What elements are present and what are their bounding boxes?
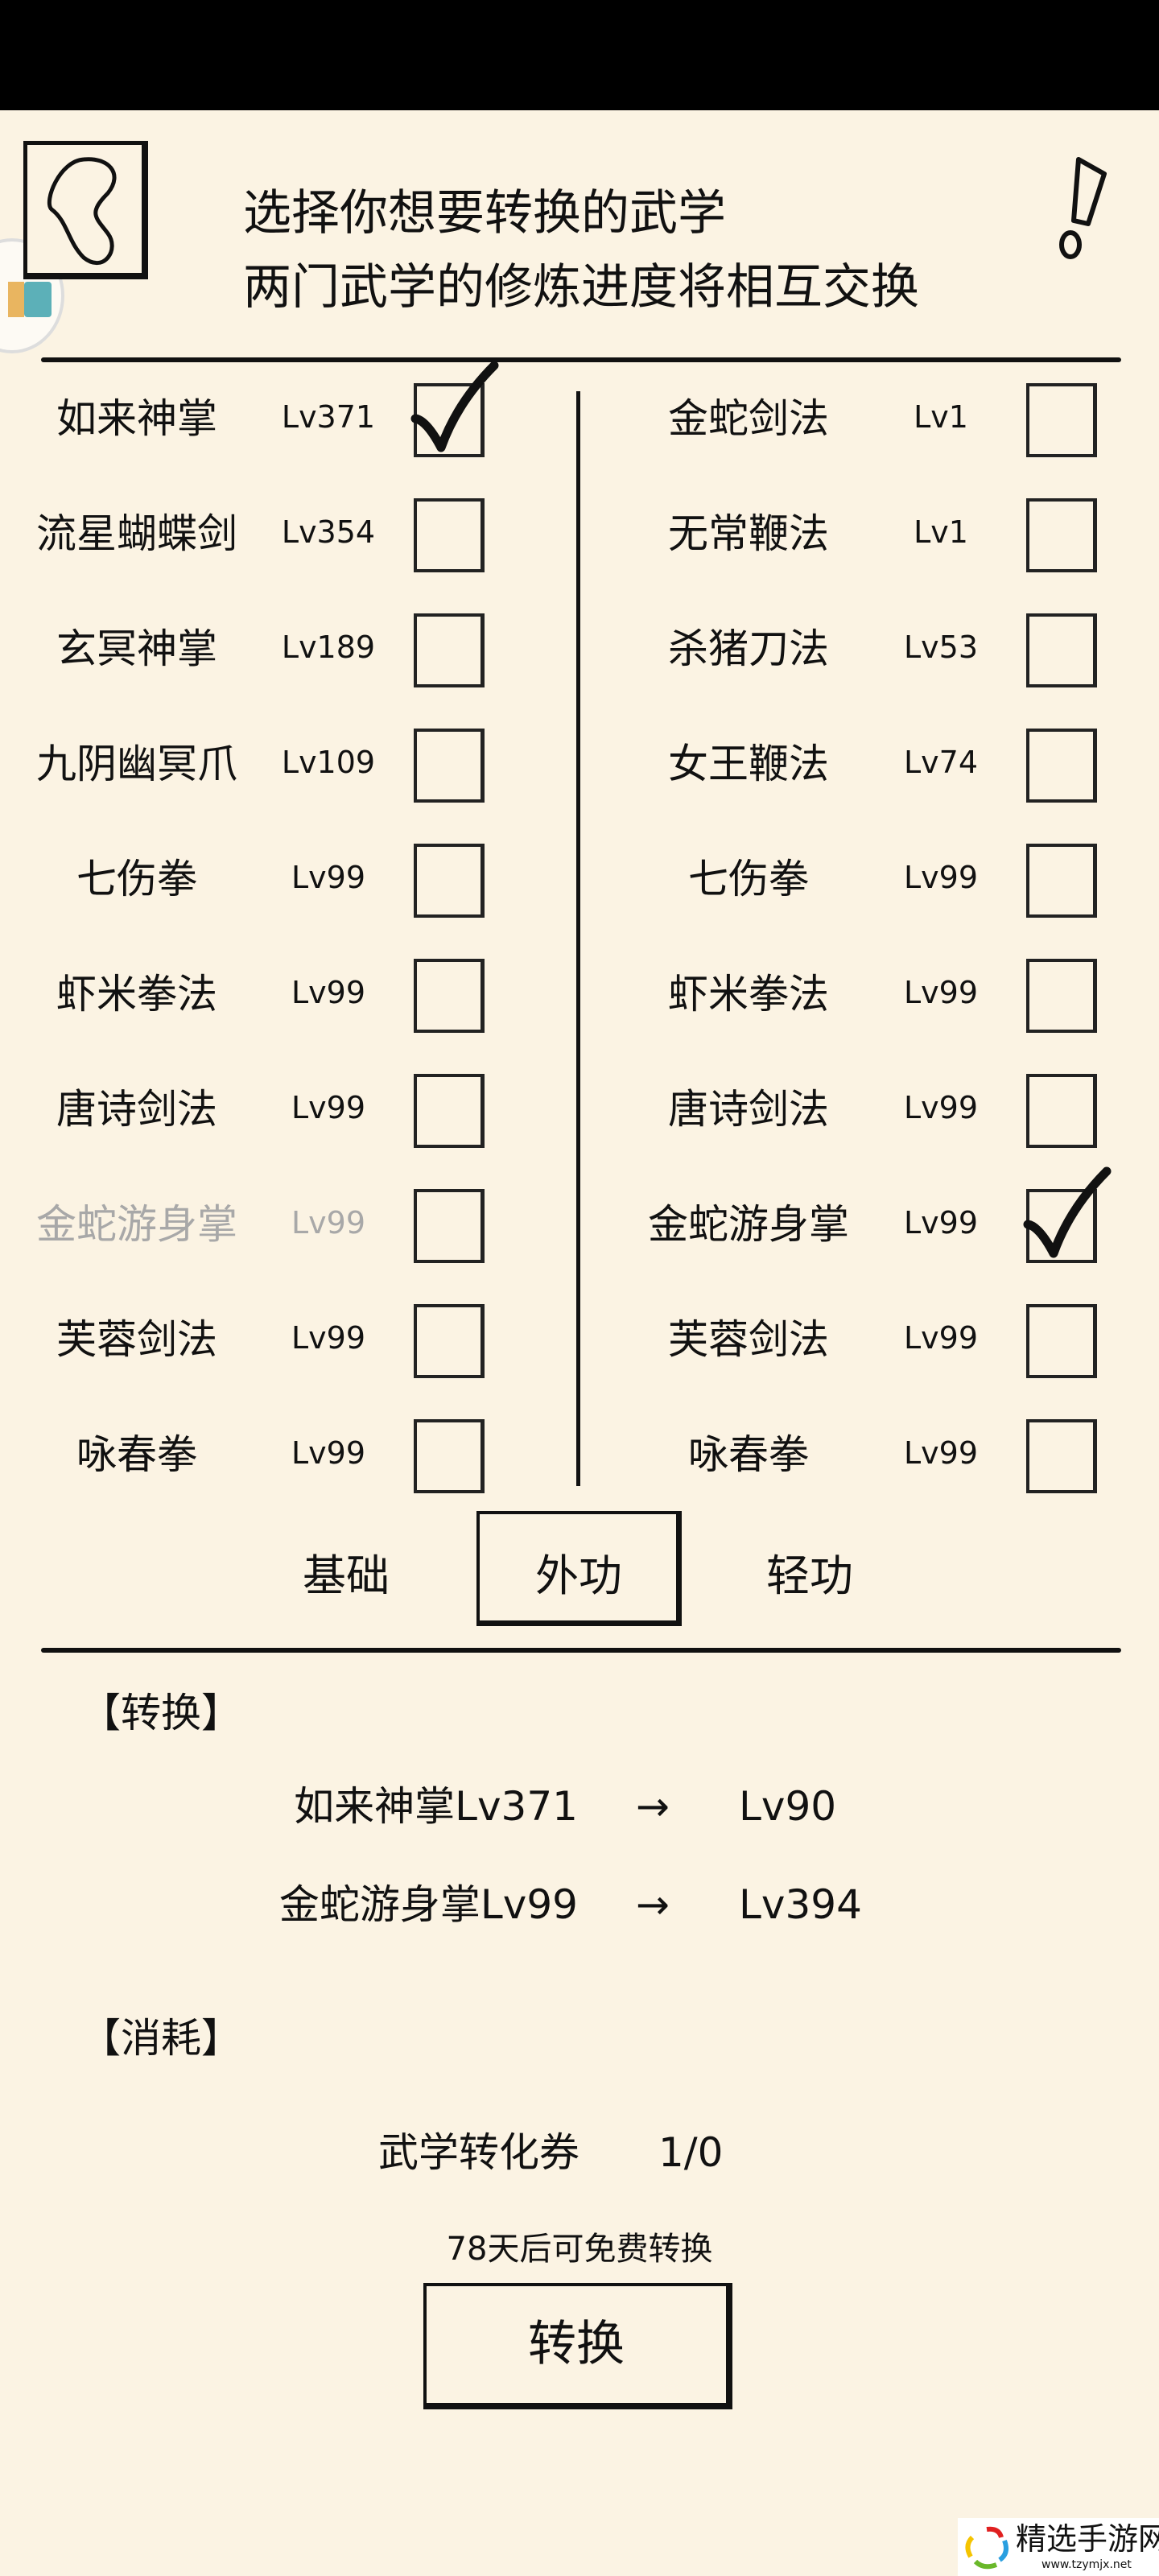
status-bar: [0, 0, 1159, 110]
left-skill-checkbox[interactable]: [414, 959, 485, 1033]
instruction-line-2: 两门武学的修炼进度将相互交换: [243, 259, 919, 316]
right-skill-level: Lv74: [903, 745, 979, 780]
left-skill-name[interactable]: 虾米拳法: [56, 971, 217, 1018]
left-skill-name[interactable]: 如来神掌: [56, 395, 217, 442]
right-skill-level: Lv53: [903, 630, 979, 665]
right-skill-name[interactable]: 杀猪刀法: [668, 625, 829, 672]
convert-to-1: Lv90: [739, 1783, 837, 1830]
left-skill-name[interactable]: 金蛇游身掌: [36, 1201, 237, 1248]
left-skill-checkbox[interactable]: [414, 1304, 485, 1378]
left-skill-level: Lv99: [291, 1435, 366, 1471]
left-skill-name[interactable]: 七伤拳: [76, 856, 197, 902]
right-skill-checkbox[interactable]: [1026, 1304, 1097, 1378]
left-skill-name[interactable]: 流星蝴蝶剑: [36, 510, 237, 557]
convert-from-1: 如来神掌Lv371: [294, 1783, 578, 1830]
right-skill-checkbox[interactable]: [1026, 498, 1097, 572]
right-skill-checkbox[interactable]: [1026, 383, 1097, 457]
right-skill-level: Lv99: [903, 975, 979, 1010]
left-skill-level: Lv99: [291, 1090, 366, 1125]
left-skill-name[interactable]: 芙蓉剑法: [56, 1316, 217, 1363]
right-skill-name[interactable]: 金蛇游身掌: [648, 1201, 849, 1248]
left-skill-checkbox[interactable]: [414, 613, 485, 687]
right-skill-name[interactable]: 咏春拳: [688, 1431, 809, 1478]
left-skill-name[interactable]: 唐诗剑法: [56, 1086, 217, 1133]
left-skill-checkbox[interactable]: [410, 361, 499, 457]
right-skill-name[interactable]: 唐诗剑法: [668, 1086, 829, 1133]
right-skill-checkbox[interactable]: [1026, 959, 1097, 1033]
right-skill-name[interactable]: 芙蓉剑法: [668, 1316, 829, 1363]
arrow: →: [636, 1783, 670, 1830]
right-skill-checkbox[interactable]: [1026, 844, 1097, 918]
right-skill-level: Lv99: [903, 860, 979, 895]
right-skill-name[interactable]: 女王鞭法: [668, 741, 829, 787]
left-skill-checkbox[interactable]: [414, 1189, 485, 1263]
right-skill-level: Lv99: [903, 1205, 979, 1241]
right-skill-name[interactable]: 无常鞭法: [668, 510, 829, 557]
right-skill-name[interactable]: 七伤拳: [688, 856, 809, 902]
cost-item: 武学转化券: [378, 2129, 580, 2176]
convert-heading: 【转换】: [80, 1690, 241, 1736]
right-skill-name[interactable]: 金蛇剑法: [668, 395, 829, 442]
left-skill-level: Lv189: [281, 630, 376, 665]
left-skill-level: Lv99: [291, 1320, 366, 1356]
back-button[interactable]: [23, 141, 148, 279]
exclamation-icon[interactable]: [1046, 153, 1114, 261]
left-skill-checkbox[interactable]: [414, 729, 485, 803]
left-skill-checkbox[interactable]: [414, 1419, 485, 1493]
left-skill-checkbox[interactable]: [414, 1074, 485, 1148]
right-skill-checkbox[interactable]: [1023, 1166, 1112, 1263]
right-skill-checkbox[interactable]: [1026, 1074, 1097, 1148]
right-skill-checkbox[interactable]: [1026, 729, 1097, 803]
left-skill-checkbox[interactable]: [414, 498, 485, 572]
tab-basic[interactable]: 基础: [303, 1550, 390, 1601]
left-skill-checkbox[interactable]: [414, 844, 485, 918]
right-skill-name[interactable]: 虾米拳法: [668, 971, 829, 1018]
convert-to-2: Lv394: [739, 1881, 862, 1928]
left-skill-level: Lv99: [291, 1205, 366, 1241]
back-arrow-icon: [47, 157, 117, 265]
left-skill-name[interactable]: 咏春拳: [76, 1431, 197, 1478]
left-skill-level: Lv354: [281, 514, 376, 550]
convert-button[interactable]: 转换: [423, 2283, 732, 2409]
cost-amount: 1/0: [658, 2129, 724, 2176]
instruction-line-1: 选择你想要转换的武学: [243, 185, 726, 242]
tab-external[interactable]: 外功: [535, 1550, 622, 1601]
watermark-name: 精选手游网: [1016, 2521, 1159, 2557]
left-skill-name[interactable]: 九阴幽冥爪: [36, 741, 237, 787]
convert-from-2: 金蛇游身掌Lv99: [278, 1881, 578, 1928]
right-skill-level: Lv1: [914, 399, 968, 435]
left-skill-level: Lv99: [291, 975, 366, 1010]
column-divider: [576, 391, 580, 1486]
right-skill-level: Lv99: [903, 1090, 979, 1125]
right-skill-checkbox[interactable]: [1026, 613, 1097, 687]
right-skill-level: Lv99: [903, 1320, 979, 1356]
tab-lightness[interactable]: 轻功: [766, 1550, 853, 1601]
checkmark-icon: [1023, 1166, 1112, 1258]
divider: [41, 1648, 1121, 1653]
right-skill-checkbox[interactable]: [1026, 1419, 1097, 1493]
watermark-url: www.tzymjx.net: [1041, 2558, 1132, 2571]
divider: [41, 357, 1121, 362]
watermark-logo-icon: [965, 2526, 1008, 2570]
left-skill-level: Lv371: [281, 399, 376, 435]
free-convert-note: 78天后可免费转换: [446, 2231, 713, 2268]
left-skill-level: Lv99: [291, 860, 366, 895]
cost-heading: 【消耗】: [80, 2015, 241, 2062]
left-skill-name[interactable]: 玄冥神掌: [56, 625, 217, 672]
watermark: 精选手游网 www.tzymjx.net: [958, 2518, 1159, 2576]
active-tab-frame: [476, 1511, 682, 1626]
checkmark-icon: [410, 361, 499, 452]
right-skill-level: Lv1: [914, 514, 968, 550]
left-skill-level: Lv109: [281, 745, 376, 780]
convert-button-label: 转换: [528, 2316, 625, 2372]
right-skill-level: Lv99: [903, 1435, 979, 1471]
arrow: →: [636, 1881, 670, 1928]
